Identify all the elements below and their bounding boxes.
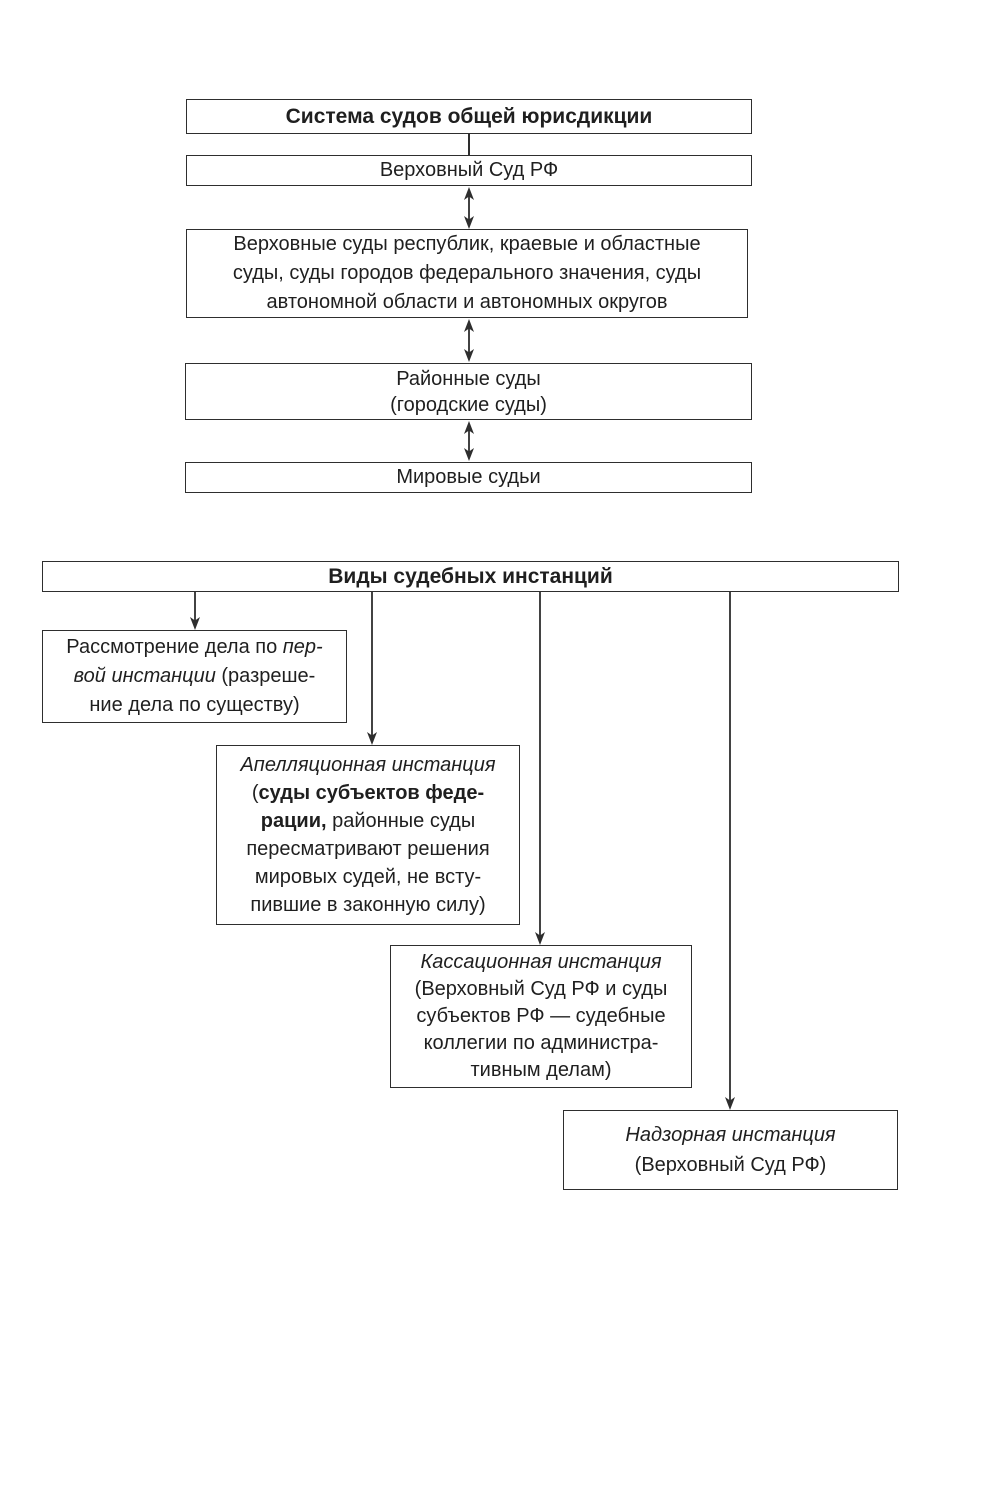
supervisory-instance-box: Надзорная инстанция(Верховный Суд РФ) bbox=[563, 1110, 898, 1190]
down-arrow-icon bbox=[367, 592, 377, 745]
down-arrow-icon bbox=[535, 592, 545, 945]
court-system-title: Система судов общей юрисдикции bbox=[186, 99, 752, 134]
bidirectional-arrow-icon bbox=[464, 319, 474, 362]
down-arrow-icon bbox=[725, 592, 735, 1110]
instances-title-label: Виды судебных инстанций bbox=[328, 565, 613, 588]
bidirectional-arrow-icon bbox=[464, 187, 474, 229]
magistrates-box: Мировые судьи bbox=[185, 462, 752, 493]
appellate-instance-box: Апелляционная инстанция(суды субъектов ф… bbox=[216, 745, 520, 925]
down-arrow-icon bbox=[190, 592, 200, 630]
cassation-instance-box: Кассационная инстанция(Верховный Суд РФ … bbox=[390, 945, 692, 1088]
district-courts-box: Районные суды(городские суды) bbox=[185, 363, 752, 420]
first-instance-box: Рассмотрение дела по пер-вой инстанции (… bbox=[42, 630, 347, 723]
regional-courts-box: Верховные суды республик, краевые и обла… bbox=[186, 229, 748, 318]
connector-line bbox=[468, 134, 470, 155]
instances-title: Виды судебных инстанций bbox=[42, 561, 899, 592]
supreme-court-box: Верховный Суд РФ bbox=[186, 155, 752, 186]
bidirectional-arrow-icon bbox=[464, 421, 474, 461]
court-system-title-label: Система судов общей юрисдикции bbox=[285, 105, 653, 128]
